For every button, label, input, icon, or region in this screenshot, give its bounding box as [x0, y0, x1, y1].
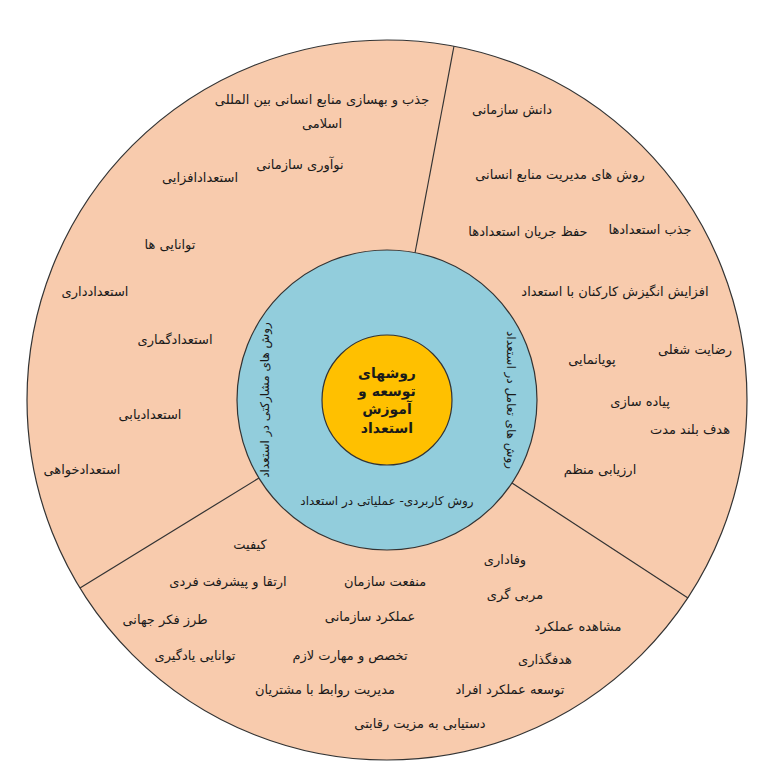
item-label: دانش سازمانی	[472, 102, 552, 118]
item-label: نوآوری سازمانی	[256, 157, 343, 173]
item-label: ارتقا و پیشرفت فردی	[169, 574, 286, 590]
ring-label: روش کاربردی- عملیاتی در استعداد	[300, 494, 473, 509]
item-label: استعدادیابی	[119, 407, 182, 423]
item-label: طرز فکر جهانی	[122, 612, 207, 628]
center-circle	[322, 335, 452, 465]
item-label: ارزیابی منظم	[564, 462, 637, 478]
ring-segment: روش های مشارکتی در استعداد	[250, 315, 280, 485]
sector-region: دانش سازمانی روش های مدیریت منابع انسانی ج…	[400, 40, 747, 600]
item-label: وفاداری	[484, 552, 526, 568]
item-label: استعدادافزایی	[162, 170, 238, 186]
item-label: استعدادداری	[62, 284, 129, 300]
item-label: توانایی یادگیری	[155, 648, 236, 664]
item-label: افزایش انگیزش کارکنان با استعداد	[521, 284, 708, 300]
item-label: حفظ جریان استعدادها	[468, 224, 587, 240]
item-label: توانایی ها	[145, 237, 196, 253]
sector-region: جذب و بهسازی منابع انسانی بین المللیاسلا…	[27, 40, 407, 620]
item-label: عملکرد سازمانی	[325, 609, 415, 625]
item-label: هدفگذاری	[518, 652, 572, 668]
item-label: توسعه عملکرد افراد	[456, 682, 565, 698]
divider-line	[415, 46, 454, 253]
ring-label: روش های تعامل در استعداد	[503, 331, 518, 469]
item-label: جذب و بهسازی منابع انسانی بین المللی	[215, 92, 429, 108]
item-label: پیاده سازی	[610, 394, 670, 410]
item-label: دستیابی به مزیت رقابتی	[354, 716, 485, 732]
item-label: اسلامی	[302, 116, 342, 132]
item-label: روش های مدیریت منابع انسانی	[475, 167, 645, 183]
center-title: روشهای توسعه و آموزش استعداد	[335, 364, 439, 437]
outer-ring	[27, 40, 747, 760]
item-label: مربی گری	[487, 587, 543, 603]
item-label: منفعت سازمان	[344, 574, 426, 590]
divider-line	[80, 478, 259, 588]
item-label: رضایت شغلی	[658, 342, 732, 358]
middle-ring	[237, 250, 537, 550]
item-label: جذب استعدادها	[609, 222, 692, 238]
item-label: مدیریت روابط با مشتریان	[255, 682, 395, 698]
ring-segment: روش کاربردی- عملیاتی در استعداد	[285, 488, 489, 514]
ring-label: روش های مشارکتی در استعداد	[258, 322, 273, 478]
center-circle-node: روشهای توسعه و آموزش استعداد	[322, 335, 452, 465]
divider-line	[512, 483, 688, 598]
item-label: هدف بلند مدت	[650, 422, 730, 438]
item-label: تخصص و مهارت لازم	[292, 648, 407, 664]
sector-region: کیفیت وفاداری ارتقا و پیشرفت فردی منفعت ساز…	[60, 480, 700, 762]
item-label: مشاهده عملکرد	[535, 619, 622, 635]
item-label: استعدادخواهی	[44, 462, 121, 478]
item-label: استعدادگماری	[137, 332, 212, 348]
item-label: کیفیت	[233, 537, 266, 553]
ring-segment: روش های تعامل در استعداد	[495, 315, 525, 485]
item-label: پویانمایی	[568, 352, 615, 368]
